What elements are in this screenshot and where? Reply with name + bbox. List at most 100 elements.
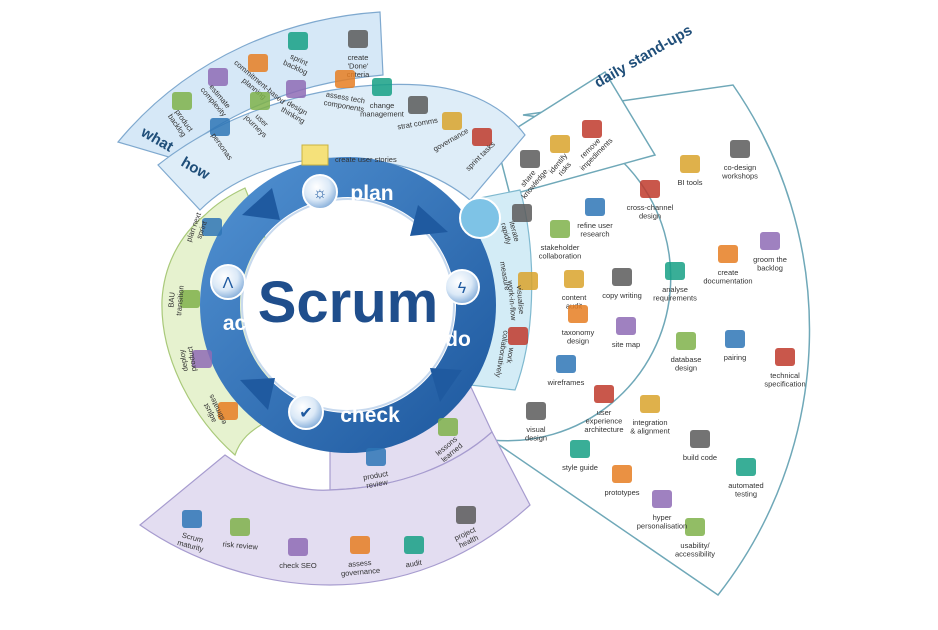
standup-item-icon: [582, 120, 602, 138]
check-outer-item-icon: [288, 538, 308, 556]
what-item-icon: [248, 54, 268, 72]
phase-plan: ☼ plan: [302, 174, 394, 210]
do-outer-item-22: prototypes: [604, 465, 640, 497]
check-outer-item-2: check SEO: [279, 538, 317, 570]
arrow-plan-do: [410, 205, 448, 236]
standup-item-icon: [520, 150, 540, 168]
how-item-icon: [210, 118, 230, 136]
do-outer-item-icon: [736, 458, 756, 476]
act-item-1: BAUtransition: [166, 284, 200, 316]
what-item-icon: [172, 92, 192, 110]
check-outer-item-icon: [456, 506, 476, 524]
act-item-icon: [192, 350, 212, 368]
cycle-ring: [200, 157, 496, 453]
arrow-check-act: [240, 378, 275, 410]
do-outer-item-8: copy writing: [602, 268, 642, 300]
phase-plan-label: plan: [350, 182, 393, 205]
do-outer-item-label: usability/accessibility: [675, 541, 715, 559]
check-inner-item-icon: [438, 418, 458, 436]
do-outer-item-label: integration& alignment: [630, 418, 671, 436]
create-user-stories: create user stories: [335, 155, 397, 164]
how-item-icon: [286, 80, 306, 98]
check-outer-item-0: Scrummaturity: [176, 510, 205, 554]
do-outer-item-label: BI tools: [677, 178, 702, 187]
do-outer-item-label: prototypes: [604, 488, 639, 497]
do-glyph: ϟ: [458, 280, 467, 297]
what-item-4: create'Done'criteria: [347, 30, 370, 79]
act-item-label: BAUtransition: [166, 284, 186, 316]
what-item-icon: [288, 32, 308, 50]
do-outer-item-icon: [594, 385, 614, 403]
do-outer-item-icon: [760, 232, 780, 250]
do-outer-item-17: integration& alignment: [630, 395, 671, 436]
do-outer-item-icon: [612, 268, 632, 286]
how-item-icon: [408, 96, 428, 114]
check-outer-item-icon: [182, 510, 202, 528]
do-outer-item-23: style guide: [562, 440, 598, 472]
phase-do-label: do: [445, 328, 471, 351]
phase-do: ϟ do: [444, 269, 480, 351]
do-outer-item-19: wireframes: [547, 355, 585, 387]
do-outer-item-icon: [718, 245, 738, 263]
do-inner-item-icon: [518, 272, 538, 290]
do-outer-item-icon: [585, 198, 605, 216]
check-glyph: ✔: [299, 405, 312, 422]
do-outer-item-icon: [690, 430, 710, 448]
standups-title: daily stand-ups: [592, 22, 696, 92]
how-item-icon: [372, 78, 392, 96]
check-outer-item-4: audit: [404, 536, 424, 569]
do-outer-item-label: wireframes: [547, 378, 585, 387]
do-outer-item-icon: [556, 355, 576, 373]
act-item-icon: [180, 290, 200, 308]
do-outer-item-icon: [676, 332, 696, 350]
do-outer-item-20: usability/accessibility: [675, 518, 715, 559]
what-item-label: create'Done'criteria: [347, 53, 370, 79]
do-outer-item-icon: [616, 317, 636, 335]
do-outer-item-icon: [612, 465, 632, 483]
do-bolt-icon: [444, 269, 480, 305]
arrow-act-plan: [242, 188, 280, 220]
do-outer-item-label: site map: [612, 340, 640, 349]
how-item-2: designthinking: [280, 80, 309, 126]
do-outer-item-icon: [640, 395, 660, 413]
act-item-label: deployproduct: [177, 345, 199, 374]
do-outer-item-icon: [564, 270, 584, 288]
check-outer-item-1: risk review: [222, 518, 259, 552]
phase-act: Λ act: [210, 264, 253, 335]
act-item-2: deployproduct: [177, 345, 212, 374]
check-outer-item-label: risk review: [222, 539, 259, 551]
act-item-icon: [202, 218, 222, 236]
do-outer-item-16: build code: [683, 430, 717, 462]
phase-check: ✔ check: [288, 394, 400, 430]
do-outer-item-icon: [570, 440, 590, 458]
check-outer-item-label: check SEO: [279, 561, 317, 570]
check-inner-item-0: productreview: [362, 448, 390, 490]
do-outer-item-11: pairing: [724, 330, 746, 362]
check-outer-sector: [139, 431, 531, 586]
phase-act-label: act: [223, 312, 253, 335]
center-title: Scrum: [258, 270, 439, 335]
do-outer-item-13: site map: [612, 317, 640, 349]
what-item-icon: [208, 68, 228, 86]
how-item-icon: [250, 92, 270, 110]
do-outer-item-9: contentaudit: [562, 270, 587, 311]
how-item-icon: [442, 112, 462, 130]
